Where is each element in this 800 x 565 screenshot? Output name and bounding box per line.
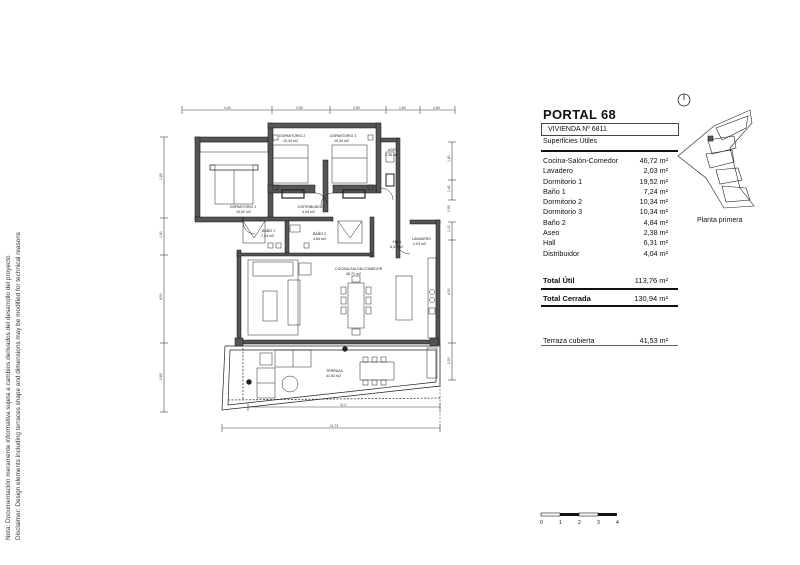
label-aseo: ASEO (388, 148, 398, 152)
right-dimension-line (448, 141, 456, 381)
svg-text:10,34 m2: 10,34 m2 (334, 139, 349, 143)
svg-text:6,31 m2: 6,31 m2 (390, 245, 403, 249)
label-bano1: BAÑO 1 (262, 228, 275, 233)
svg-text:7,24 m2: 7,24 m2 (261, 234, 274, 238)
dormitorio1-furniture (199, 141, 269, 205)
total-util-value: 113,76 m² (634, 276, 668, 285)
svg-text:11,73: 11,73 (330, 424, 338, 428)
north-arrow-icon (677, 93, 691, 107)
total-cerrada-value: 130,94 m² (634, 294, 668, 303)
unit-number-box: VIVIENDA Nº 6811 (541, 123, 679, 136)
label-terraza: TERRAZA (326, 369, 343, 373)
svg-text:1,60: 1,60 (433, 106, 440, 110)
total-util-label: Total Útil (543, 276, 575, 285)
disclaimer-line-en: Disclaimer: Design elements including te… (15, 232, 22, 540)
label-distribuidor: DISTRIBUIDOR (298, 205, 324, 209)
svg-text:2,50: 2,50 (296, 106, 303, 110)
svg-text:2,38 m2: 2,38 m2 (385, 153, 398, 157)
total-util-rule (541, 288, 678, 290)
svg-text:1,00: 1,00 (447, 225, 451, 232)
svg-text:1,50: 1,50 (399, 106, 406, 110)
terrace-furniture (246, 346, 438, 399)
dormitorio2-furniture (272, 134, 309, 199)
total-cerrada-rule (541, 305, 678, 307)
svg-text:2,50: 2,50 (353, 106, 360, 110)
terraza-rule (541, 345, 678, 346)
bottom-dimension-lines (221, 340, 441, 432)
living-furniture (247, 239, 437, 339)
terraza-row: Terraza cubierta 41,53 m² (543, 336, 668, 345)
areas-subtitle: Superficies Útiles (543, 138, 598, 145)
floor-plan: 4,40 2,50 2,50 1,50 1,60 1,85 1,60 4,50 … (159, 106, 456, 432)
dormitorio3-furniture (242, 134, 374, 235)
label-dormitorio3: DORMITORIO 3 (330, 134, 356, 138)
total-cerrada-label: Total Cerrada (543, 294, 591, 303)
total-util-row: Total Útil 113,76 m² (543, 276, 668, 285)
room-labels: DORMITORIO 1 19,52 m2 DORMITORIO 2 10,34… (230, 134, 431, 378)
terrace-outline (221, 345, 441, 411)
label-hall: HALL (393, 240, 402, 244)
portal-title: PORTAL 68 (543, 107, 617, 122)
svg-text:11,0: 11,0 (340, 403, 346, 407)
label-cocina: COCINA-SALÓN-COMEDOR (335, 266, 383, 271)
svg-text:1,85: 1,85 (159, 173, 163, 180)
svg-text:41,53 m2: 41,53 m2 (326, 374, 341, 378)
svg-text:4,84 m2: 4,84 m2 (313, 237, 326, 241)
svg-text:46,72 m2: 46,72 m2 (346, 272, 361, 276)
left-dimension-line (160, 136, 168, 413)
svg-text:4,50: 4,50 (159, 293, 163, 300)
top-dimension-line (181, 106, 456, 114)
bathroom-fixtures (242, 220, 363, 249)
svg-text:4,04 m2: 4,04 m2 (302, 210, 315, 214)
svg-text:1,80: 1,80 (447, 155, 451, 162)
label-dormitorio2: DORMITORIO 2 (279, 134, 305, 138)
disclaimer-text: Nota: Documentación meramente informativ… (4, 200, 24, 540)
header-divider (541, 150, 678, 152)
svg-text:0,95: 0,95 (447, 205, 451, 212)
svg-text:2,03 m2: 2,03 m2 (413, 242, 426, 246)
svg-text:19,52 m2: 19,52 m2 (236, 210, 251, 214)
svg-text:10,34 m2: 10,34 m2 (283, 139, 298, 143)
site-plan-label: Planta primera (697, 217, 743, 224)
site-plan (677, 93, 755, 209)
aseo-fixtures (380, 151, 395, 201)
svg-text:2,65: 2,65 (159, 373, 163, 380)
terraza-value: 41,53 m² (639, 336, 668, 345)
svg-text:4,40: 4,40 (224, 106, 231, 110)
disclaimer-line-es: Nota: Documentación meramente informativ… (5, 255, 12, 540)
label-dormitorio1: DORMITORIO 1 (230, 205, 256, 209)
label-lavadero: LAVADERO (412, 237, 431, 241)
scale-bar (540, 512, 617, 517)
svg-text:4,50: 4,50 (447, 288, 451, 295)
total-cerrada-row: Total Cerrada 130,94 m² (543, 294, 668, 303)
terraza-label: Terraza cubierta (543, 336, 595, 345)
svg-text:1,60: 1,60 (159, 231, 163, 238)
svg-text:2,50: 2,50 (447, 357, 451, 364)
walls (194, 122, 441, 347)
label-bano2: BAÑO 2 (313, 231, 326, 236)
svg-text:1,40: 1,40 (447, 185, 451, 192)
